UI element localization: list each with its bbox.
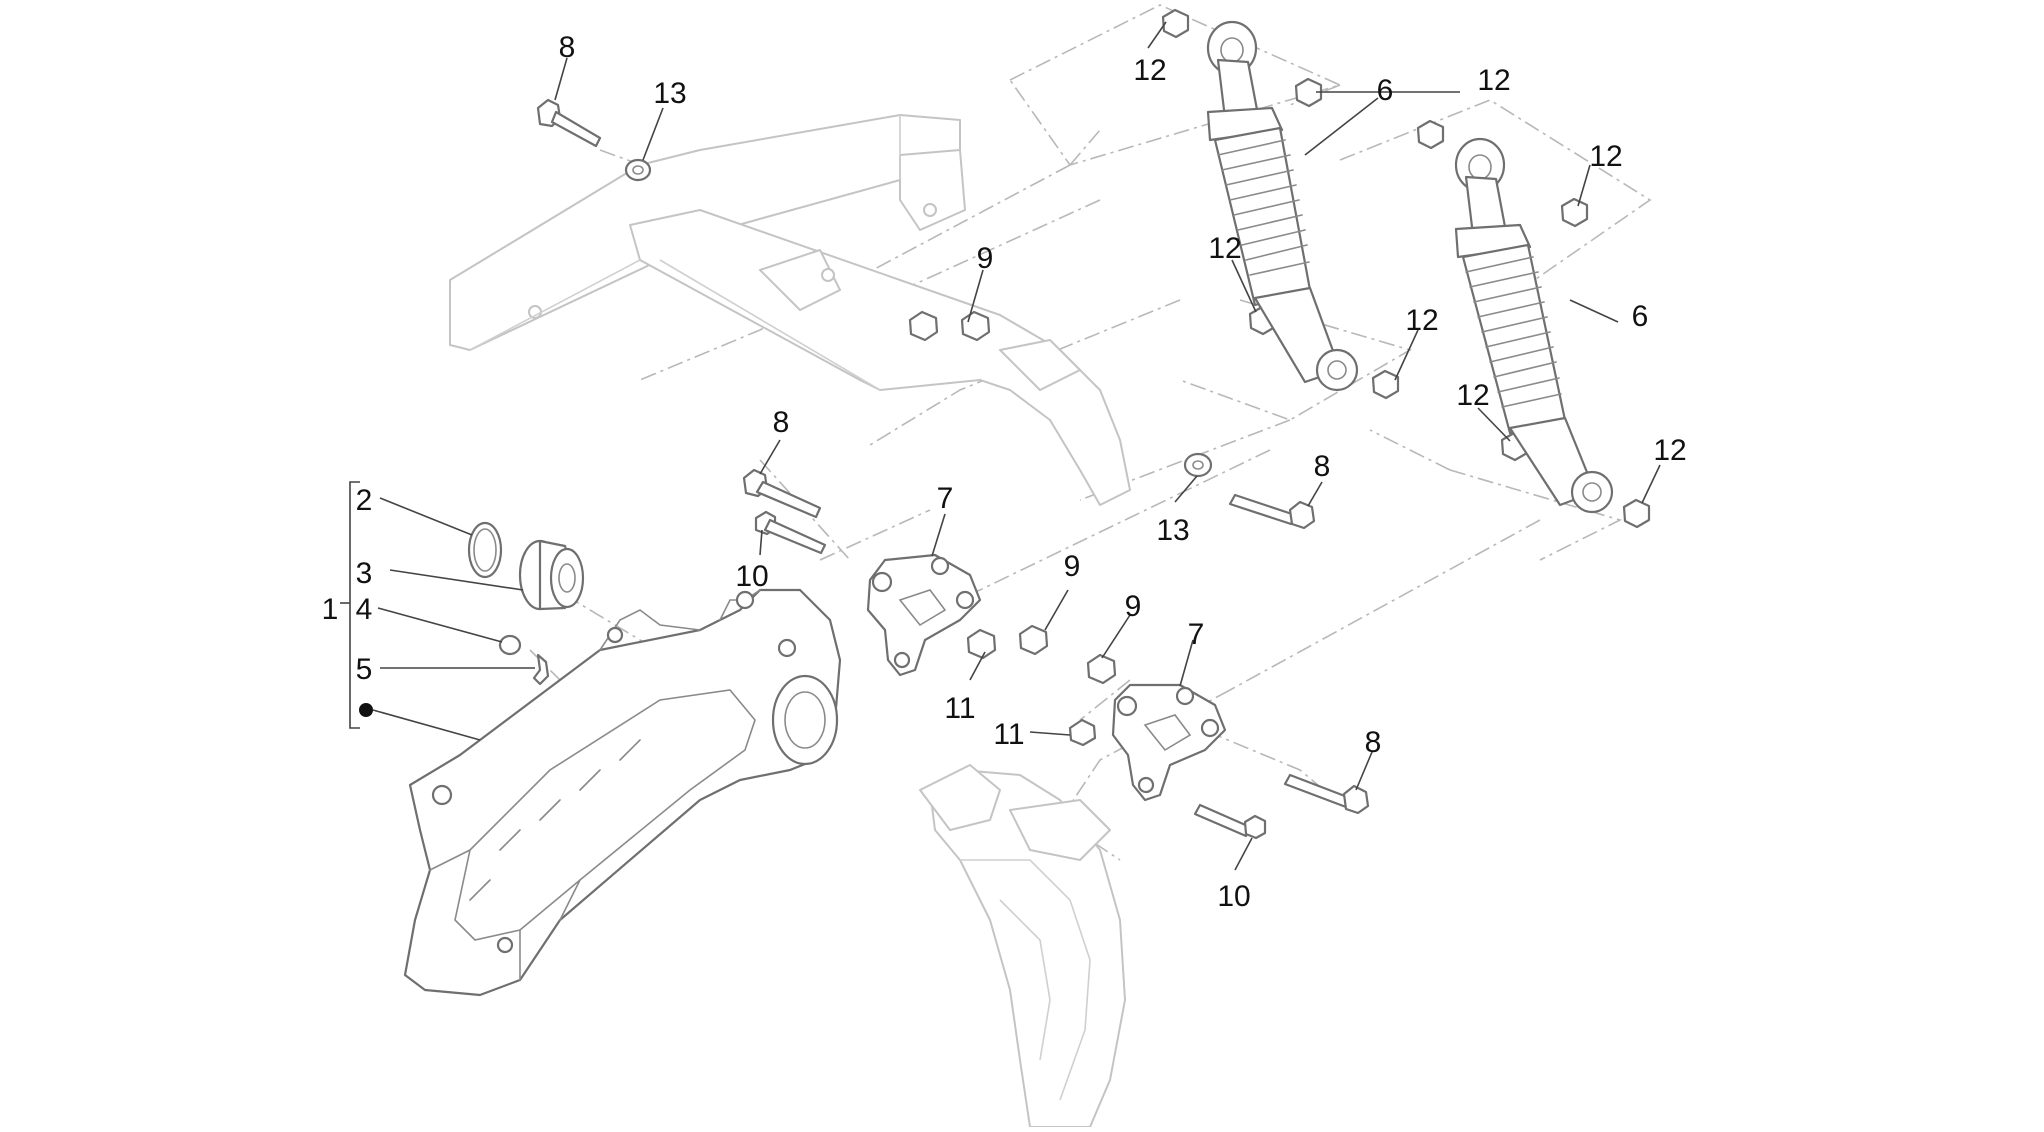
callout-12: 12 <box>1133 54 1166 87</box>
callout-8: 8 <box>773 406 790 439</box>
callout-7: 7 <box>1188 618 1205 651</box>
callout-5: 5 <box>356 653 373 686</box>
callout-9: 9 <box>1064 550 1081 583</box>
callout-9: 9 <box>1125 590 1142 623</box>
group-1-bracket <box>340 481 481 741</box>
callout-8: 8 <box>1314 450 1331 483</box>
callout-3: 3 <box>356 557 373 590</box>
callout-8: 8 <box>559 31 576 64</box>
callout-2: 2 <box>356 484 373 517</box>
callout-6: 6 <box>1632 300 1649 333</box>
rear-wheel-outline <box>919 764 1126 1128</box>
callout-10: 10 <box>735 560 768 593</box>
callout-9: 9 <box>977 242 994 275</box>
callout-12: 12 <box>1477 64 1510 97</box>
callout-11: 11 <box>944 692 975 725</box>
callout-1: 1 <box>322 593 339 626</box>
callout-13: 13 <box>653 77 686 110</box>
callout-8: 8 <box>1365 726 1382 759</box>
callout-12: 12 <box>1456 379 1489 412</box>
leader-lines <box>377 21 1661 871</box>
callout-7: 7 <box>937 482 954 515</box>
snap-ring <box>532 653 550 686</box>
callout-4: 4 <box>356 593 373 626</box>
callout-11: 11 <box>993 718 1024 751</box>
callout-6: 6 <box>1377 74 1394 107</box>
washers <box>624 158 1213 478</box>
shock-brackets <box>866 553 1227 802</box>
bearing-assembly <box>467 521 585 686</box>
callout-12: 12 <box>1405 304 1438 337</box>
shock-absorber-left <box>1206 20 1359 392</box>
spacer-nut <box>498 634 522 656</box>
callout-13: 13 <box>1156 514 1189 547</box>
vehicle-frame-outline <box>449 114 1131 506</box>
callout-numbers: 8 13 12 6 12 12 9 12 12 6 12 12 8 8 13 2… <box>322 31 1687 913</box>
callout-10: 10 <box>1217 880 1250 913</box>
callout-12: 12 <box>1208 232 1241 265</box>
shock-absorber-right <box>1454 137 1614 514</box>
assembly-dot-marker <box>359 703 373 717</box>
swingarm <box>403 588 842 997</box>
bolts <box>536 98 1370 840</box>
callout-12: 12 <box>1589 140 1622 173</box>
callout-12: 12 <box>1653 434 1686 467</box>
